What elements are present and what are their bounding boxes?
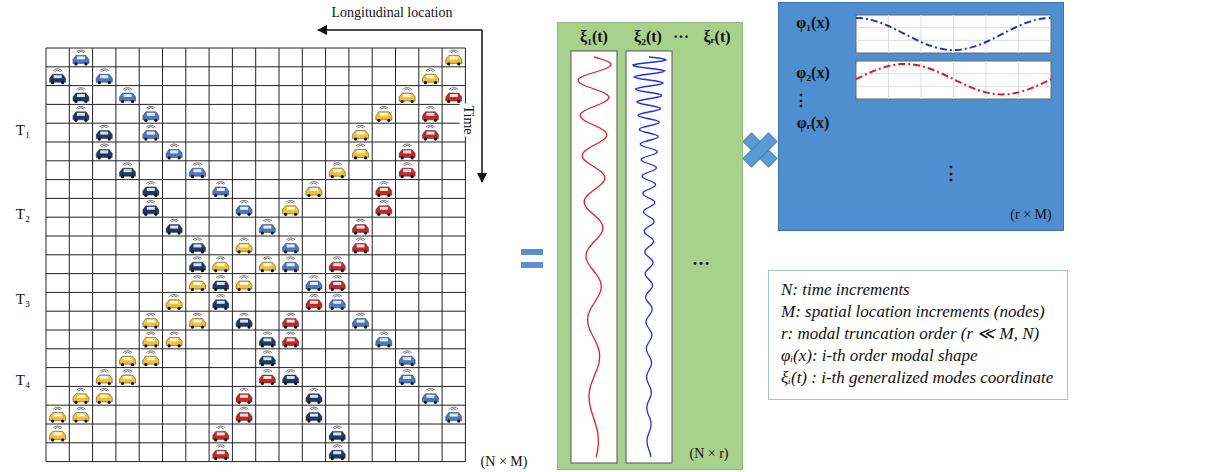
coordinate-wave — [578, 57, 611, 457]
coordinate-label: ξ₁(t) — [580, 28, 608, 46]
ellipsis: … — [692, 249, 710, 270]
definition-line: M: spatial location increments (nodes) — [781, 301, 1053, 323]
modal-coordinate-panel: ξ₁(t) ξ₂(t) ··· ξᵣ(t) … (N × r) — [557, 22, 743, 470]
equals-sign — [521, 249, 543, 268]
time-mark: T₄ — [16, 372, 30, 389]
ellipsis: ⋮ — [942, 163, 960, 184]
modal-shape-curve — [856, 64, 1051, 94]
definition-line: r: modal truncation order (r ≪ M, N) — [781, 323, 1053, 345]
axis-label: Time — [460, 103, 476, 136]
modal-shape-curve — [856, 18, 1051, 50]
time-mark: T₃ — [16, 291, 30, 308]
definition-line: N: time increments — [781, 279, 1053, 301]
axis-label: Longitudinal location — [332, 5, 453, 21]
shape-label: φ₁(x) — [796, 14, 829, 32]
modal-shape-panel: φ₁(x) φ₂(x) ⋮ φᵣ(x) ⋮ (r × M) — [778, 2, 1064, 231]
ellipsis: ··· — [673, 28, 689, 46]
coordinate-strip — [571, 51, 617, 463]
definition-line: ξᵢ(t) : i-th generalized modes coordinat… — [781, 367, 1053, 389]
definition-line: φᵢ(x): i-th order modal shape — [781, 345, 1053, 367]
matrix-size: (N × r) — [690, 446, 729, 462]
matrix-size: (r × M) — [1010, 207, 1051, 223]
space-time-grid — [46, 48, 465, 462]
location-arrow — [318, 29, 482, 31]
coordinate-label: ξᵣ(t) — [703, 28, 730, 46]
coordinate-label: ξ₂(t) — [634, 28, 662, 46]
definition-box: N: time incrementsM: spatial location in… — [768, 270, 1068, 400]
vehicle-icons — [50, 50, 462, 460]
shape-plot — [856, 61, 1051, 99]
shape-plot — [856, 15, 1051, 53]
shape-label: φᵣ(x) — [797, 114, 830, 132]
matrix-size: (N × M) — [481, 454, 528, 470]
time-arrow — [481, 30, 483, 182]
ellipsis: ⋮ — [793, 92, 809, 110]
time-mark: T₂ — [16, 206, 30, 223]
time-mark: T₁ — [16, 122, 30, 139]
coordinate-strip — [626, 51, 672, 463]
shape-label: φ₂(x) — [796, 64, 829, 82]
panel-graphics — [558, 23, 744, 471]
coordinate-wave — [633, 57, 666, 457]
